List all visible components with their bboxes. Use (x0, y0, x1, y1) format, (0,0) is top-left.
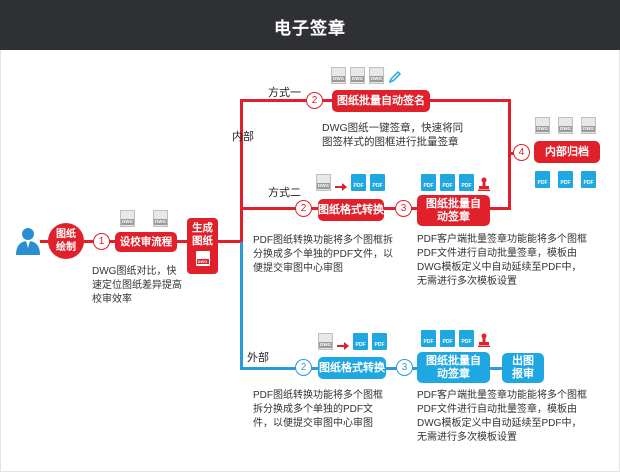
dwg-file-icon: DWG (318, 333, 333, 350)
publish-review-node: 出图报审 (502, 353, 544, 383)
pdf-file-icon: PDF (459, 330, 474, 347)
pdf-file-icon: PDF (558, 171, 573, 188)
batch-stamp-external-description: PDF客户端批量签章功能能将多个图框PDF文件进行自动批量签章，模板由DWG模板… (417, 390, 587, 443)
pdf-file-icon: PDF (459, 174, 474, 191)
dwg-file-icon: DWG (369, 67, 384, 84)
step-3-marker: 3 (396, 359, 413, 376)
pdf-file-icon: PDF (440, 330, 455, 347)
stamp-internal-icons: PDF PDF PDF (421, 174, 490, 191)
external-label: 外部 (247, 352, 269, 364)
convert-internal-description: PDF图纸转换功能将多个图框拆分换成多个单独的PDF文件，以便提交审图中心审图 (253, 235, 393, 274)
batch-stamp-internal-description: PDF客户端批量签章功能能将多个图框PDF文件进行自动批量签章，模板由DWG模板… (417, 234, 587, 287)
archive-dwg-icons: DWG DWG DWG (535, 117, 596, 134)
step-2-marker: 2 (306, 92, 323, 109)
pdf-file-icon: PDF (440, 174, 455, 191)
dwg-file-icon: DWG (581, 117, 596, 134)
step-1-marker: 1 (93, 233, 110, 250)
batch-sign-node: 图纸批量自动签名 (332, 90, 430, 112)
generate-drawing-label: 生成图纸 (192, 222, 213, 247)
pdf-file-icon: PDF (370, 174, 385, 191)
pdf-file-icon: PDF (421, 330, 436, 347)
dwg-file-icon: DWG (195, 251, 210, 266)
convert-arrow-icon (337, 337, 349, 350)
method-two-label: 方式二 (268, 187, 301, 199)
convert-arrow-icon (335, 178, 347, 191)
convert-internal-icons: DWG PDF PDF (316, 174, 385, 191)
method-one-label: 方式一 (268, 87, 301, 99)
dwg-file-icon: DWG (350, 67, 365, 84)
dwg-file-icon: DWG (331, 67, 346, 84)
connector-line (240, 242, 243, 370)
page-title: 电子签章 (274, 19, 346, 38)
dwg-file-icon: DWG (558, 117, 573, 134)
archive-pdf-icons: PDF PDF PDF (535, 171, 596, 188)
dwg-file-icon: DWG (120, 210, 135, 227)
step-4-marker: 4 (513, 144, 530, 161)
review-process-node: 设校审流程 (115, 232, 177, 252)
convert-external-description: PDF图纸转换功能将多个图框拆分换成多个单独的PDF文件，以便提交审图中心审图 (253, 390, 383, 429)
step-2-marker: 2 (295, 200, 312, 217)
generate-drawing-node: 生成图纸 DWG (187, 218, 218, 274)
dwg-file-icon: DWG (316, 174, 331, 191)
pdf-file-icon: PDF (421, 174, 436, 191)
pdf-file-icon: PDF (351, 174, 366, 191)
connector-line (240, 100, 243, 242)
review-description: DWG图纸对比，快速定位图纸差异提高校审效率 (92, 266, 182, 305)
batch-sign-file-icons: DWG DWG DWG (331, 67, 402, 84)
drawing-node-label: 图纸绘制 (56, 229, 76, 253)
internal-label: 内部 (232, 131, 254, 143)
pdf-file-icon: PDF (353, 333, 368, 350)
pen-icon (388, 70, 402, 84)
batch-sign-description: DWG图纸一键签章，快速将同图签样式的图框进行批量签章 (322, 122, 464, 148)
dwg-file-icon: DWG (153, 210, 168, 227)
connector-line (218, 240, 243, 243)
convert-external-icons: DWG PDF PDF (318, 333, 387, 350)
drawing-node: 图纸绘制 (48, 223, 84, 259)
pdf-file-icon: PDF (372, 333, 387, 350)
page-header: 电子签章 (0, 0, 620, 50)
step-2-marker: 2 (295, 359, 312, 376)
batch-stamp-external-node: 图纸批量自动签章 (417, 352, 490, 383)
step-3-marker: 3 (395, 200, 412, 217)
dwg-file-icon: DWG (535, 117, 550, 134)
user-icon (15, 226, 41, 256)
archive-node: 内部归档 (534, 141, 600, 163)
stamp-icon (478, 177, 490, 191)
batch-stamp-internal-node: 图纸批量自动签章 (417, 195, 490, 226)
stamp-external-icons: PDF PDF PDF (421, 330, 490, 347)
review-file-icons: DWG DWG (120, 210, 168, 227)
pdf-file-icon: PDF (535, 171, 550, 188)
pdf-file-icon: PDF (581, 171, 596, 188)
convert-external-node: 图纸格式转换 (318, 357, 386, 379)
stamp-icon (478, 333, 490, 347)
convert-internal-node: 图纸格式转换 (318, 199, 384, 221)
